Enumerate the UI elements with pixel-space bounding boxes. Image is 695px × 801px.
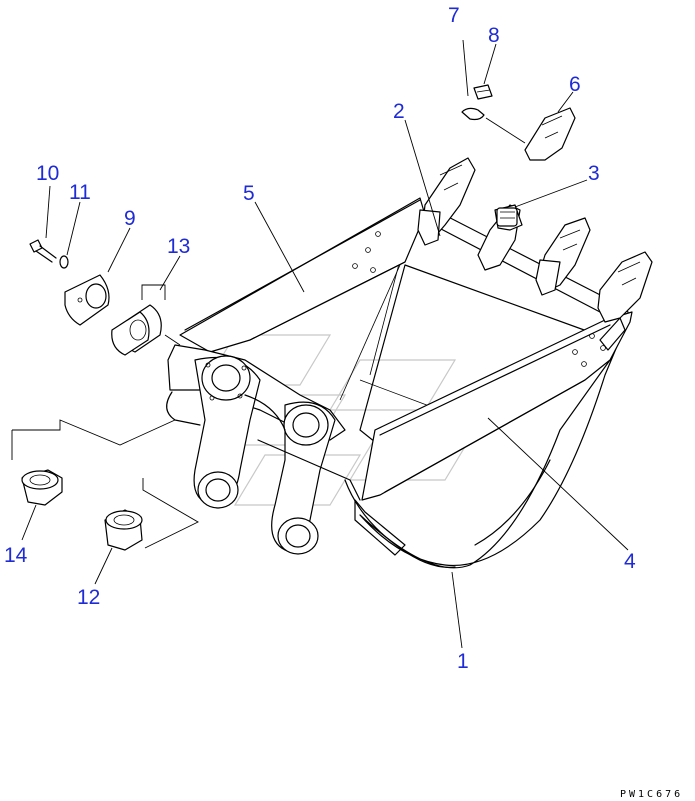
callout-7: 7	[448, 4, 460, 27]
callout-13: 13	[167, 235, 190, 258]
leader-lines	[21, 39, 629, 649]
callout-14: 14	[4, 544, 28, 567]
callout-10: 10	[36, 162, 59, 185]
callout-11: 11	[69, 181, 91, 204]
bucket-teeth	[417, 84, 653, 323]
callouts: 7 8 6 2 3 5 10 11 9 13 4 14 12 1	[4, 4, 636, 673]
callout-8: 8	[488, 24, 500, 47]
callout-5: 5	[243, 182, 255, 205]
callout-1: 1	[457, 650, 469, 673]
callout-12: 12	[77, 586, 100, 609]
loose-parts	[11, 239, 199, 551]
callout-4: 4	[624, 550, 636, 573]
drawing-code: PW1C676	[620, 789, 683, 800]
callout-9: 9	[124, 207, 136, 230]
callout-2: 2	[393, 100, 405, 123]
bucket-brackets	[166, 344, 361, 555]
callout-6: 6	[569, 73, 581, 96]
callout-3: 3	[588, 162, 600, 185]
